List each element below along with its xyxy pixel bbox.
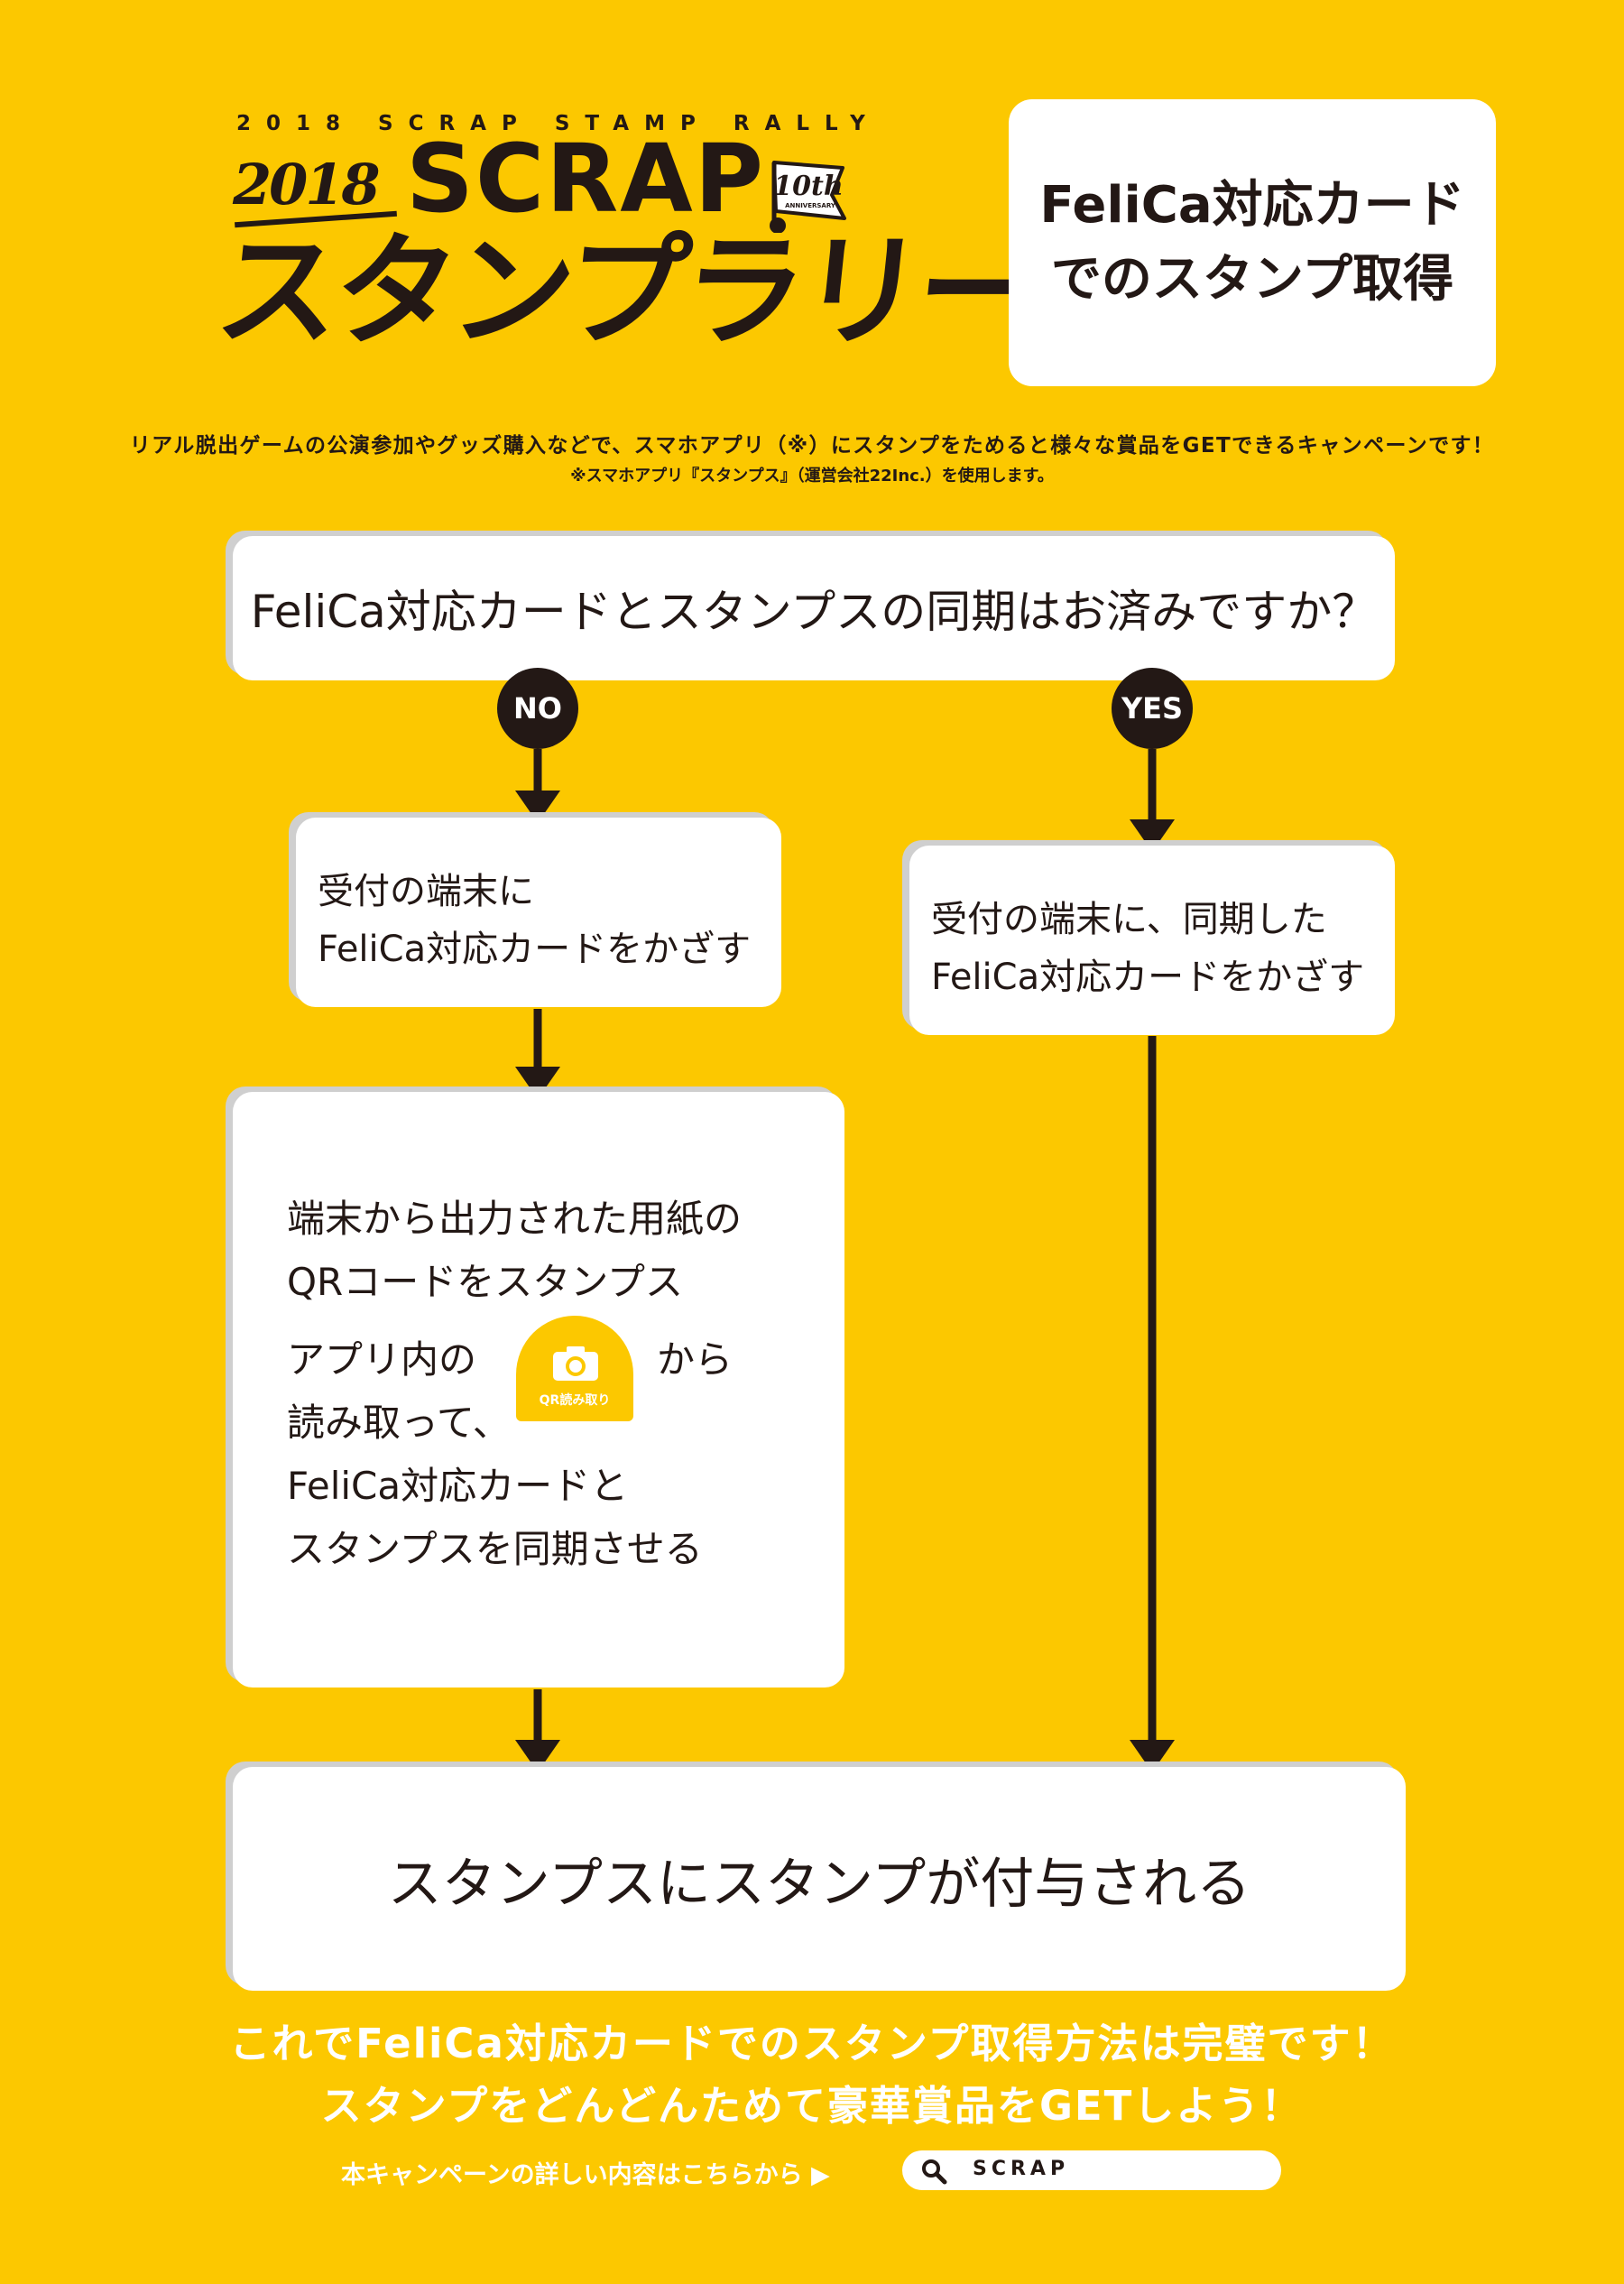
qr-read-label: QR読み取り	[539, 1393, 611, 1408]
yes-label: YES	[1121, 691, 1184, 726]
question-text: FeliCa対応カードとスタンプスの同期はお済みですか？	[250, 586, 1378, 638]
question-box: FeliCa対応カードとスタンプスの同期はお済みですか？	[233, 536, 1395, 680]
search-icon	[922, 2159, 947, 2185]
no-step1-text: 受付の端末に FeliCa対応カードをかざす	[318, 871, 752, 970]
final-text: スタンプスにスタンプが付与される	[387, 1852, 1251, 1916]
search-box[interactable]: SCRAP	[902, 2150, 1281, 2190]
yes-circle: YES	[1112, 668, 1193, 749]
arrow-no-2	[515, 1067, 560, 1099]
no-step1-box: 受付の端末に FeliCa対応カードをかざす	[296, 818, 781, 1007]
logo-year: 2018	[233, 152, 381, 217]
title-box: FeliCa対応カード でのスタンプ取得	[1009, 99, 1496, 386]
camera-icon	[553, 1346, 598, 1381]
logo-top-line: 2018 SCRAP STAMP RALLY	[236, 112, 881, 135]
intro-note: ※スマホアプリ『スタンプス』（運営会社22Inc.）を使用します。	[570, 467, 1054, 485]
no-step2-para2-before: アプリ内の	[287, 1337, 477, 1382]
search-text: SCRAP	[973, 2158, 1070, 2180]
arrow-yes-1	[1130, 819, 1175, 852]
yes-step1-box: 受付の端末に、同期した FeliCa対応カードをかざす	[909, 846, 1395, 1035]
logo-brand: SCRAP	[406, 124, 766, 234]
badge-small-text: ANNIVERSARY	[785, 202, 836, 209]
intro-text: リアル脱出ゲームの公演参加やグッズ購入などで、スマホアプリ（※）にスタンプをため…	[129, 434, 1495, 458]
arrow-no-3	[515, 1740, 560, 1772]
arrow-yes-2	[1130, 1740, 1175, 1772]
final-box: スタンプスにスタンプが付与される	[233, 1767, 1406, 1991]
yes-step1-text: 受付の端末に、同期した FeliCa対応カードをかざす	[931, 899, 1365, 998]
no-step2-para1: 端末から出力された用紙の QRコードをスタンプス	[287, 1197, 743, 1304]
closing-line2: スタンプをどんどんためて豪華賞品をGETしよう！	[320, 2082, 1304, 2130]
arrow-no-1	[515, 791, 560, 823]
no-circle: NO	[497, 668, 578, 749]
detail-text: 本キャンペーンの詳しい内容はこちらから ▶	[341, 2161, 830, 2189]
no-step2-para2-after: から	[657, 1337, 734, 1382]
no-label: NO	[513, 691, 562, 726]
no-step2-para3: 読み取って、 FeliCa対応カードと スタンプスを同期させる	[287, 1401, 703, 1571]
page-title: FeliCa対応カード でのスタンプ取得	[1039, 176, 1465, 309]
closing-line1: これでFeliCa対応カードでのスタンプ取得方法は完璧です！	[229, 2020, 1395, 2067]
qr-read-button: QR読み取り	[516, 1316, 633, 1421]
anniversary-flag-icon: 10th ANNIVERSARY	[770, 161, 846, 233]
no-step2-box: 端末から出力された用紙の QRコードをスタンプス アプリ内の QR読み取り から…	[233, 1092, 844, 1688]
badge-text: 10th	[773, 171, 843, 202]
